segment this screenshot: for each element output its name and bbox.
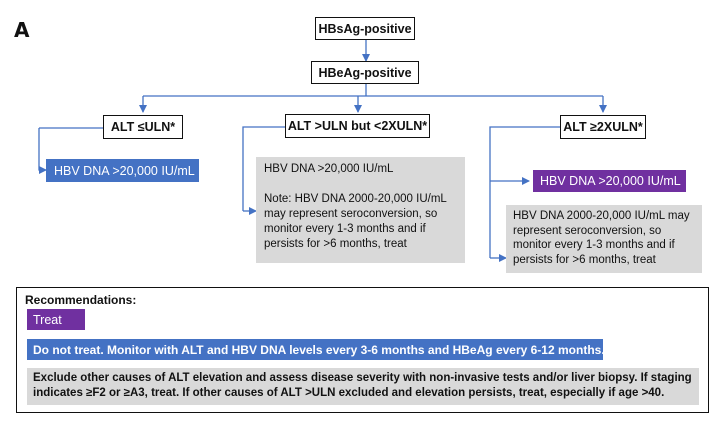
legend-exclude-assess: Exclude other causes of ALT elevation an… [27,368,699,405]
recommendations-panel: Recommendations: Treat Do not treat. Mon… [16,287,709,413]
node-alt-mid: ALT >ULN but <2XULN* [285,114,430,138]
mid-branch-line [242,126,285,211]
mid-note-text: Note: HBV DNA 2000-20,000 IU/mL may repr… [264,193,447,250]
node-alt-high: ALT ≥2XULN* [560,115,646,139]
node-left-hbv-dna: HBV DNA >20,000 IU/mL [46,159,199,182]
arrow-left-dna [38,128,47,174]
recommendations-title: Recommendations: [25,293,137,307]
legend-do-not-treat: Do not treat. Monitor with ALT and HBV D… [27,339,605,360]
right-branch-line [489,126,560,258]
node-right-hbv-dna: HBV DNA >20,000 IU/mL [533,170,686,192]
mid-dna-text: HBV DNA >20,000 IU/mL [264,163,394,175]
legend-treat: Treat [27,309,85,330]
node-mid-gray: HBV DNA >20,000 IU/mL Note: HBV DNA 2000… [256,157,465,263]
node-right-note: HBV DNA 2000-20,000 IU/mL may represent … [506,205,702,273]
node-hbeag-positive: HBeAg-positive [311,61,419,84]
panel-label: A [14,18,30,42]
node-hbsag-positive: HBsAg-positive [315,17,415,40]
node-alt-low: ALT ≤ULN* [103,115,183,139]
